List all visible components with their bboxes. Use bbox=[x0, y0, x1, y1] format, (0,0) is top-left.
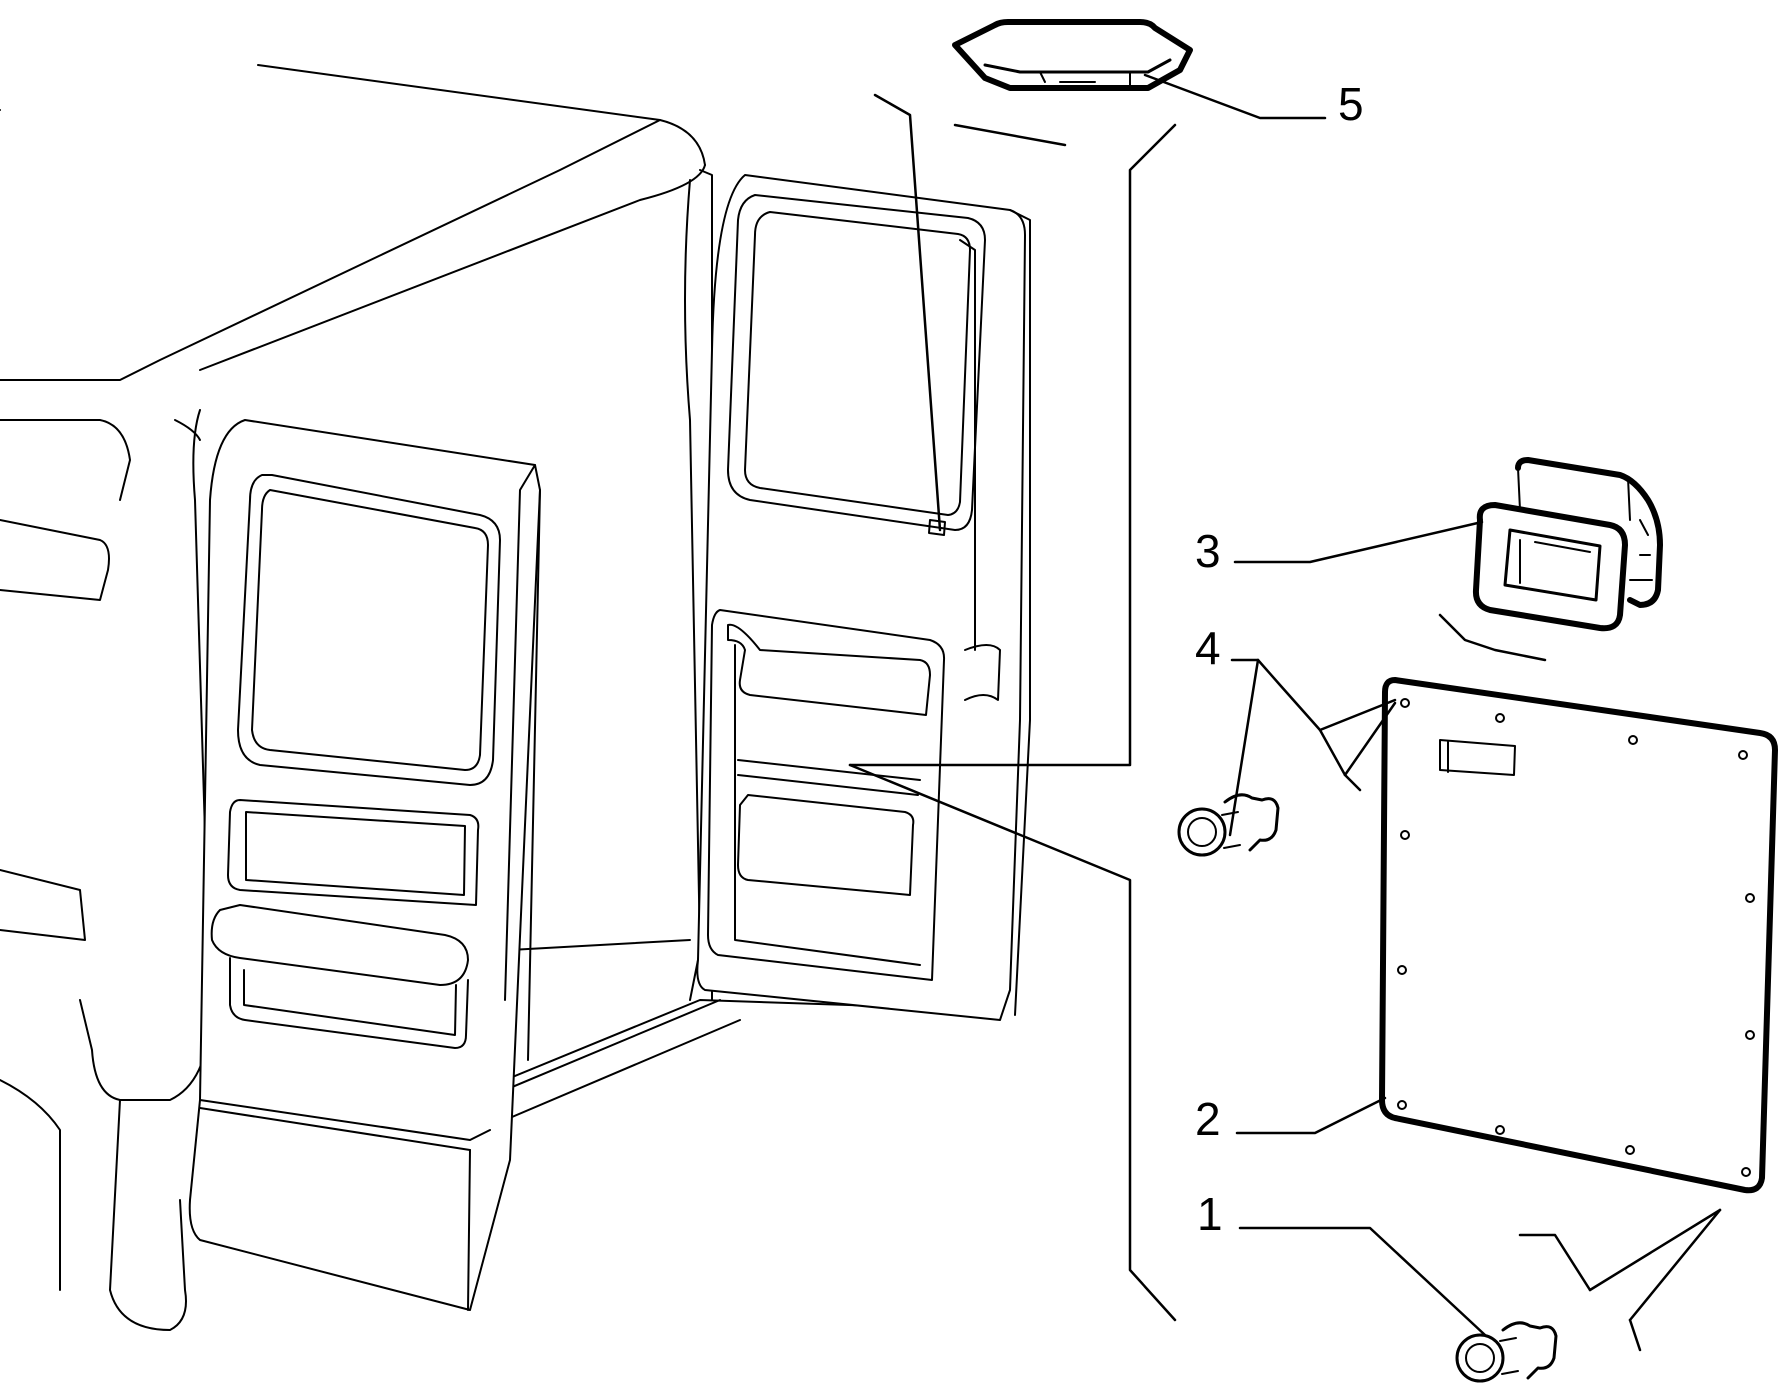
callout-1: 1 bbox=[1197, 1188, 1223, 1240]
part-3-connector-box bbox=[1472, 457, 1663, 632]
callout-4: 4 bbox=[1195, 622, 1221, 674]
callout-5: 5 bbox=[1338, 78, 1364, 130]
callout-3: 3 bbox=[1195, 525, 1221, 577]
right-rear-door bbox=[696, 174, 1031, 1021]
part-2-cover-panel bbox=[1379, 677, 1778, 1194]
part-4-clip bbox=[1177, 793, 1280, 857]
bracket-lines bbox=[848, 93, 1722, 1352]
part-1-clip bbox=[1455, 1321, 1558, 1383]
callout-2: 2 bbox=[1195, 1093, 1221, 1145]
leader-lines bbox=[1143, 73, 1487, 1337]
van-body bbox=[0, 64, 1001, 1331]
part-5-plug-cap bbox=[952, 19, 1193, 91]
left-rear-door bbox=[188, 419, 541, 1311]
